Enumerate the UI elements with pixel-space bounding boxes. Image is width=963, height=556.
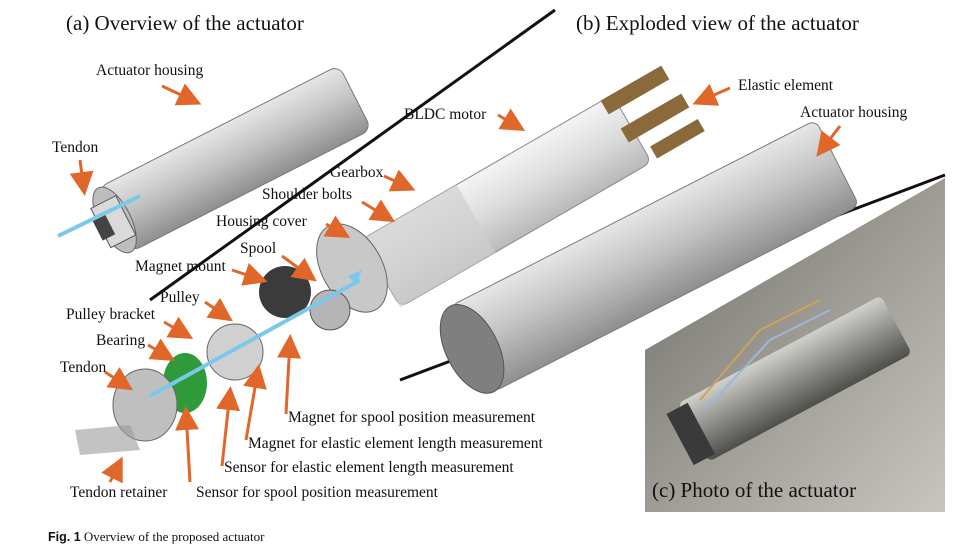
label-arrows-b bbox=[101, 83, 842, 484]
separator-ab bbox=[149, 8, 556, 302]
actuator-exploded bbox=[75, 65, 857, 455]
panel-a-title: (a) Overview of the actuator bbox=[66, 11, 304, 35]
label-elastic-element: Elastic element bbox=[738, 77, 834, 94]
label-gearbox: Gearbox bbox=[330, 164, 384, 181]
arrow-tendon-a bbox=[69, 159, 94, 196]
label-sensor-elastic: Sensor for elastic element length measur… bbox=[224, 459, 514, 476]
actuator-housing-b bbox=[439, 122, 857, 394]
actuator-overview bbox=[57, 68, 369, 254]
figure-caption: Fig. 1 Overview of the proposed actuator bbox=[48, 529, 264, 545]
label-actuator-housing-a: Actuator housing bbox=[96, 62, 203, 79]
panel-b-title: (b) Exploded view of the actuator bbox=[576, 11, 859, 35]
label-shoulder-bolts: Shoulder bolts bbox=[262, 186, 352, 203]
pulley-bracket bbox=[206, 323, 264, 381]
figure-label: Fig. 1 bbox=[48, 530, 81, 544]
label-sensor-spool: Sensor for spool position measurement bbox=[196, 484, 439, 501]
label-tendon-b: Tendon bbox=[60, 359, 107, 376]
label-tendon-a: Tendon bbox=[52, 139, 99, 156]
label-actuator-housing-b: Actuator housing bbox=[800, 104, 907, 121]
arrow-housing-a bbox=[161, 83, 202, 106]
panel-c-title: (c) Photo of the actuator bbox=[652, 478, 856, 502]
label-pulley: Pulley bbox=[160, 289, 200, 306]
label-pulley-bracket: Pulley bracket bbox=[66, 306, 156, 323]
elastic-element-springs bbox=[600, 65, 705, 159]
tendon-a bbox=[57, 194, 141, 238]
label-spool: Spool bbox=[240, 240, 276, 257]
label-bearing: Bearing bbox=[96, 332, 145, 349]
figure-caption-text: Overview of the proposed actuator bbox=[83, 529, 265, 544]
label-magnet-elastic: Magnet for elastic element length measur… bbox=[248, 435, 544, 452]
label-magnet-mount: Magnet mount bbox=[135, 258, 227, 275]
actuator-photo bbox=[645, 178, 945, 512]
label-tendon-retainer: Tendon retainer bbox=[70, 484, 168, 501]
label-magnet-spool: Magnet for spool position measurement bbox=[288, 409, 536, 426]
tendon-b bbox=[149, 278, 361, 398]
label-bldc-motor: BLDC motor bbox=[404, 106, 487, 123]
label-housing-cover: Housing cover bbox=[216, 213, 308, 230]
